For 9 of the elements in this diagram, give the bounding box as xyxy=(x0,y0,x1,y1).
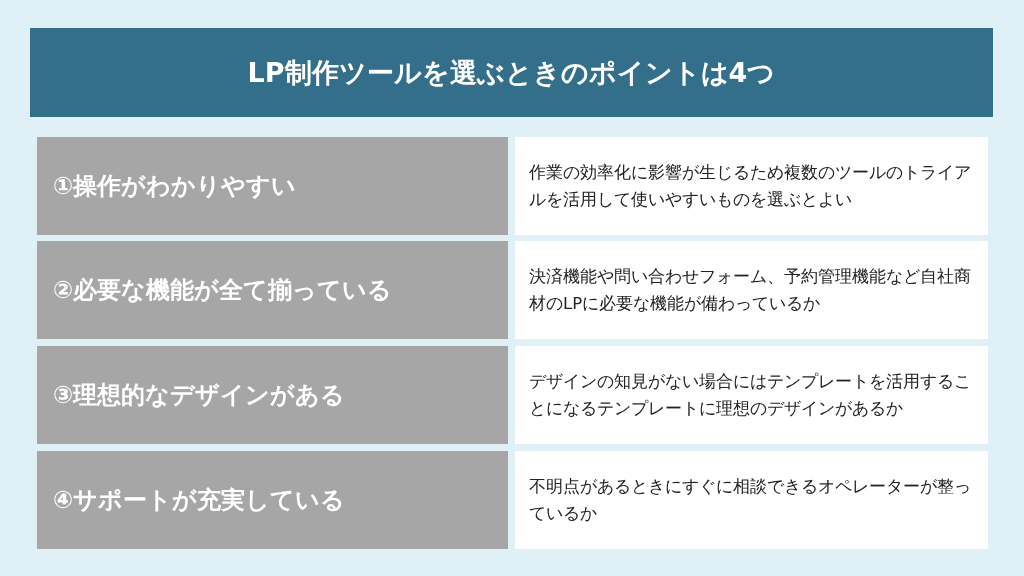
description-cell: 不明点があるときにすぐに相談できるオペレーターが整っているか xyxy=(515,451,988,549)
description-cell: 決済機能や問い合わせフォーム、予約管理機能など自社商材のLPに必要な機能が備わっているか xyxy=(515,241,988,339)
point-heading-cell: ③理想的なデザインがある xyxy=(37,346,508,444)
point-heading-cell: ①操作がわかりやすい xyxy=(37,137,508,235)
description-cell: 作業の効率化に影響が生じるため複数のツールのトライアルを活用して使いやすいものを選ぶとよい xyxy=(515,137,988,235)
point-heading-cell: ②必要な機能が全て揃っている xyxy=(37,241,508,339)
point-heading-cell: ④サポートが充実している xyxy=(37,451,508,549)
title-banner: LP制作ツールを選ぶときのポイントは4つ xyxy=(30,28,993,117)
description-cell: デザインの知見がない場合にはテンプレートを活用することになるテンプレートに理想のデザインがあるか xyxy=(515,346,988,444)
